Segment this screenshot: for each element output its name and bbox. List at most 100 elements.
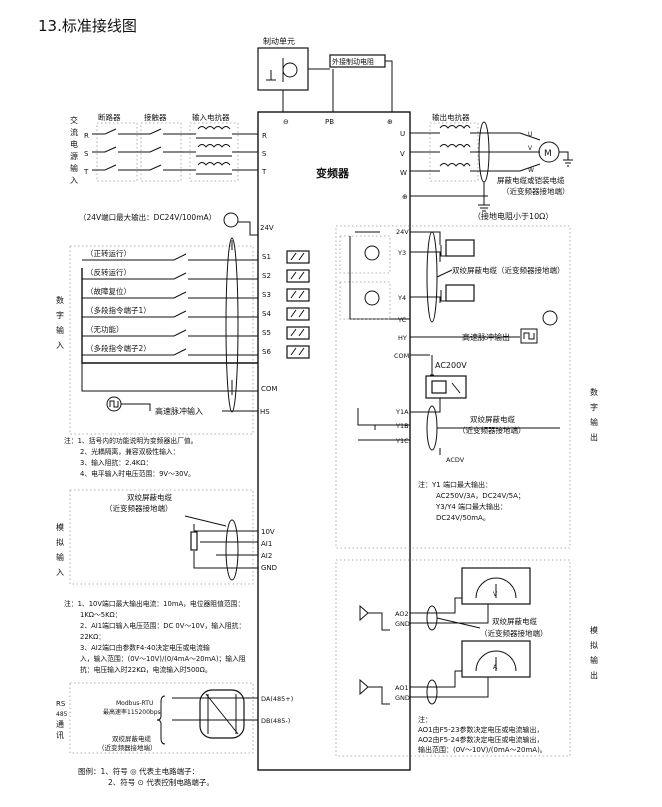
terminal-r: R bbox=[262, 132, 267, 140]
ext-resistor-label: 外接制动电阻 bbox=[332, 57, 374, 66]
svg-text:字: 字 bbox=[56, 310, 64, 320]
terminal-yc: YC bbox=[397, 316, 407, 324]
acdv-label: ACDV bbox=[446, 456, 465, 464]
power24-note: （24V端口最大输出：DC24V/100mA） bbox=[79, 212, 216, 222]
terminal-ai2: AI2 bbox=[261, 552, 272, 560]
output-reactor-label: 输出电抗器 bbox=[432, 112, 470, 122]
terminal-y1c: Y1C bbox=[395, 437, 409, 445]
svg-text:V: V bbox=[528, 145, 533, 152]
rs485-protocol: Modbus-RTU bbox=[116, 700, 153, 707]
phase-s: S bbox=[84, 150, 89, 158]
optocoupler-icon bbox=[286, 326, 310, 340]
svg-text:注：: 注： bbox=[418, 715, 432, 724]
svg-text:拟: 拟 bbox=[590, 640, 598, 650]
terminal-hs: HS bbox=[260, 408, 270, 416]
terminal-v: V bbox=[400, 150, 405, 158]
terminal-pb: PB bbox=[325, 118, 334, 126]
input-section-char: 入 bbox=[70, 176, 78, 185]
optocoupler-icon bbox=[290, 252, 305, 261]
optocoupler-icon bbox=[290, 347, 305, 356]
svg-text:讯: 讯 bbox=[56, 731, 64, 740]
voltmeter-label: V bbox=[493, 591, 498, 598]
svg-text:1KΩ～5KΩ：: 1KΩ～5KΩ： bbox=[80, 611, 122, 619]
legend-1: 图例：1、符号 ◎ 代表主电路端子： bbox=[78, 766, 199, 776]
din-terminal-label: S6 bbox=[262, 348, 271, 356]
din-terminal-label: S4 bbox=[262, 310, 271, 318]
optocoupler-icon bbox=[286, 307, 310, 321]
svg-text:输: 输 bbox=[590, 417, 598, 427]
svg-text:（近变频器接地端）: （近变频器接地端） bbox=[458, 425, 526, 435]
terminal-y3: Y3 bbox=[397, 249, 406, 257]
svg-text:出: 出 bbox=[590, 432, 598, 442]
svg-text:M: M bbox=[544, 149, 552, 159]
svg-text:AC250V/3A，DC24V/5A；: AC250V/3A，DC24V/5A； bbox=[436, 492, 525, 500]
dout-cable: 双绞屏蔽电缆（近变频器接地端） bbox=[452, 265, 565, 275]
optocoupler-icon bbox=[290, 309, 305, 318]
input-reactor-label: 输入电抗器 bbox=[192, 112, 230, 122]
svg-text:出: 出 bbox=[590, 670, 598, 680]
svg-text:输: 输 bbox=[56, 552, 64, 562]
svg-text:Y3/Y4 端口最大输出：: Y3/Y4 端口最大输出： bbox=[435, 502, 507, 511]
phase-t: T bbox=[83, 168, 89, 176]
terminal-y1b: Y1B bbox=[395, 422, 409, 430]
optocoupler-icon bbox=[286, 269, 310, 283]
brake-unit-label: 制动单元 bbox=[263, 36, 295, 46]
svg-text:AO1由F5-23参数决定电压或电流输出，: AO1由F5-23参数决定电压或电流输出， bbox=[418, 725, 544, 734]
terminal-s: S bbox=[262, 150, 267, 158]
terminal-gnd-ain: GND bbox=[261, 564, 277, 572]
terminal-ao1: AO1 bbox=[395, 684, 409, 692]
svg-text:3、AI2端口由参数F4-40决定电压或电流输: 3、AI2端口由参数F4-40决定电压或电流输 bbox=[80, 643, 210, 652]
input-section-char: 交 bbox=[70, 115, 78, 125]
input-section-char: 输 bbox=[70, 163, 78, 173]
vfd-box bbox=[257, 111, 411, 771]
vfd-label: 变频器 bbox=[316, 166, 350, 180]
optocoupler-icon bbox=[290, 328, 305, 337]
ground-note: （接地电阻小于10Ω） bbox=[473, 211, 553, 221]
svg-text:输: 输 bbox=[590, 655, 598, 665]
analog-output-section: 模 拟 输 出 V A AO2 GND AO1 GND 双绞屏蔽电缆 （近变频器… bbox=[359, 567, 598, 754]
din-switch bbox=[82, 253, 258, 261]
terminal-t: T bbox=[261, 168, 267, 176]
pulse-input-label: 高速脉冲输入 bbox=[155, 406, 203, 416]
svg-text:模: 模 bbox=[590, 625, 598, 635]
rs485-baud: 最高速率115200bps bbox=[103, 708, 161, 716]
din-function-label: （无功能） bbox=[86, 324, 124, 334]
svg-text:485: 485 bbox=[56, 711, 68, 718]
svg-text:入: 入 bbox=[56, 341, 64, 350]
terminal-gnd-ao1: GND bbox=[395, 694, 410, 702]
svg-text:字: 字 bbox=[590, 402, 598, 412]
terminal-db: DB(485-) bbox=[261, 717, 290, 725]
page-title: 13.标准接线图 bbox=[38, 17, 137, 35]
contactor-label: 接触器 bbox=[144, 112, 167, 122]
svg-text:数: 数 bbox=[56, 295, 64, 305]
terminal-ao2: AO2 bbox=[395, 610, 409, 618]
din-function-label: （正转运行） bbox=[86, 248, 131, 258]
din-function-label: （多段指令端子1） bbox=[86, 305, 151, 315]
svg-text:22KΩ：: 22KΩ： bbox=[80, 633, 105, 641]
svg-text:W: W bbox=[528, 167, 534, 174]
svg-text:输: 输 bbox=[56, 325, 64, 335]
cable-note-1: 屏蔽电缆或铠装电缆 bbox=[497, 175, 565, 185]
terminal-plus: ⊕ bbox=[387, 118, 393, 126]
ain-cable-2: （近变频器接地端） bbox=[105, 503, 173, 513]
din-switch bbox=[82, 291, 258, 299]
svg-text:AO2由F5-24参数决定电压或电流输出，: AO2由F5-24参数决定电压或电流输出， bbox=[418, 735, 544, 744]
terminal-y1a: Y1A bbox=[395, 408, 409, 416]
svg-text:2、AI1端口输入电压范围：DC 0V～10V，输入阻抗：: 2、AI1端口输入电压范围：DC 0V～10V，输入阻抗： bbox=[80, 621, 245, 630]
din-switch bbox=[82, 329, 258, 337]
digital-input-section: 数 字 输 入 （正转运行）S1（反转运行）S2（故障复位）S3（多段指令端子1… bbox=[56, 237, 310, 478]
input-section-char: 电 bbox=[70, 139, 78, 149]
din-switch bbox=[82, 348, 258, 356]
optocoupler-icon bbox=[286, 288, 310, 302]
svg-text:数: 数 bbox=[590, 387, 598, 397]
svg-text:通: 通 bbox=[56, 719, 64, 729]
terminal-24v: 24V bbox=[260, 224, 274, 232]
svg-text:U: U bbox=[528, 131, 532, 138]
din-function-label: （多段指令端子2） bbox=[86, 343, 151, 353]
din-note-1: 注：1、括号内的功能说明为变频器出厂值。 bbox=[64, 436, 197, 445]
din-switch bbox=[82, 310, 258, 318]
svg-text:输出范围：(0V～10V)/(0mA～20mA)。: 输出范围：(0V～10V)/(0mA～20mA)。 bbox=[418, 745, 547, 754]
svg-text:（近变频器接地端）: （近变频器接地端） bbox=[480, 628, 548, 638]
analog-input-section: 模 拟 输 入 双绞屏蔽电缆 （近变频器接地端） 10V AI1 AI2 GND bbox=[56, 492, 277, 581]
